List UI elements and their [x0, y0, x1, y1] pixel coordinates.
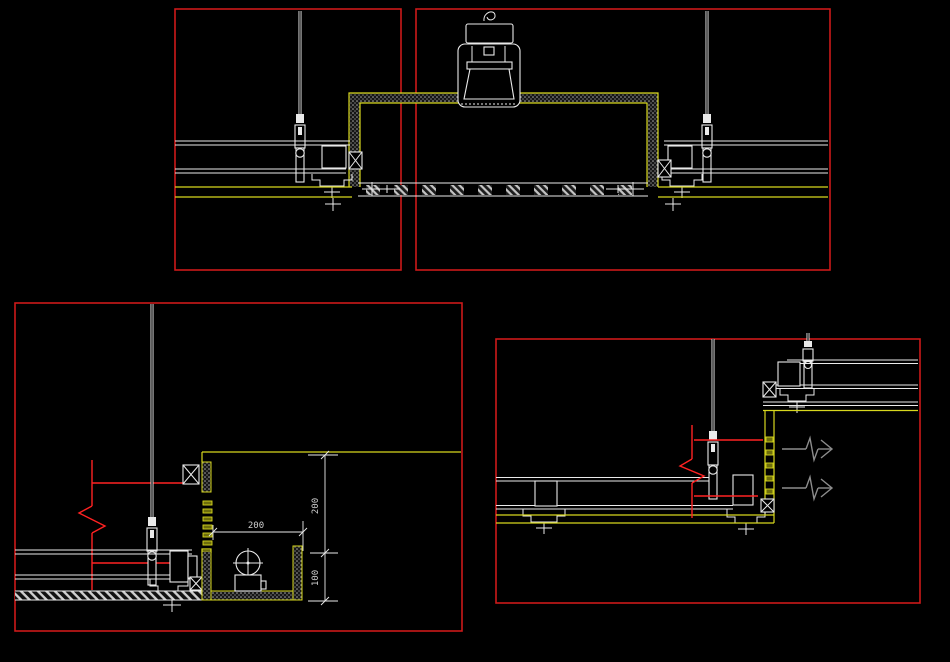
left-hanger-assembly	[175, 11, 363, 198]
top-ceiling-section-panel	[174, 8, 831, 271]
detail-frame-left	[174, 8, 402, 271]
light-direction-arrow-top	[782, 435, 834, 463]
hanger-assembly	[146, 304, 158, 586]
furring-strip-band	[358, 182, 648, 197]
stepped-ceiling-detail-panel	[495, 333, 921, 604]
detail-frame	[14, 302, 463, 632]
cove-spotlight-icon	[233, 548, 267, 592]
section-cut-lines	[678, 425, 763, 518]
downlight-fixture-icon	[457, 11, 521, 108]
right-ceiling-board-lines	[658, 186, 828, 211]
upper-ceiling-assembly	[762, 333, 918, 413]
cove-structure	[182, 451, 461, 601]
left-ceiling-board-lines	[175, 186, 352, 211]
ceiling-board-hatch	[15, 590, 202, 601]
cove-lighting-detail-panel: 200 200 100	[14, 302, 463, 632]
lower-ceiling-assembly	[496, 339, 775, 535]
dimension-horizontal: 200	[208, 521, 308, 551]
ceiling-channels	[15, 549, 203, 612]
detail-frame	[495, 338, 921, 604]
section-cut-lines	[77, 460, 197, 590]
detail-frame-right	[415, 8, 831, 271]
dim-label-lower-drop: 100	[311, 570, 321, 586]
dim-label-upper-drop: 200	[311, 498, 321, 514]
dim-label-cove-width: 200	[248, 521, 264, 531]
light-direction-arrow-bottom	[782, 474, 834, 502]
dimension-vertical: 200 100	[308, 450, 338, 606]
right-hanger-assembly	[657, 11, 828, 198]
